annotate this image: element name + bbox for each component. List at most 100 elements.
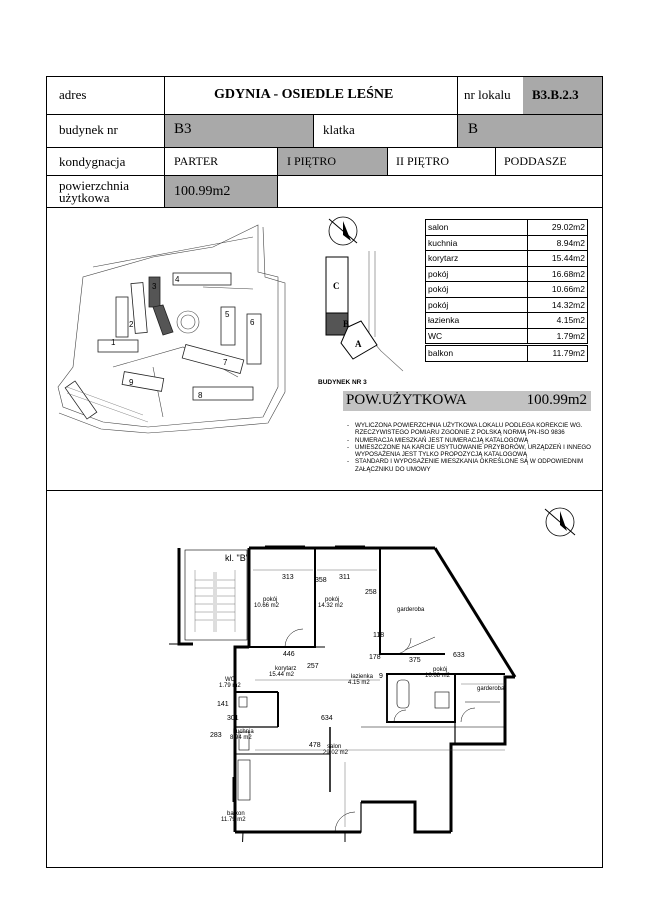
list-item: STANDARD I WYPOSAŻENIE MIESZKANIA OKREŚL… — [347, 458, 605, 473]
nr-lokalu-text: B3.B.2.3 — [532, 87, 579, 102]
pow-uzytkowa-box: POW.UŻYTKOWA 100.99m2 — [343, 391, 591, 411]
pokoj2-area: 14.32 m2 — [318, 603, 344, 609]
site-buildings — [64, 272, 262, 420]
wc-area: 1.79 m2 — [219, 683, 241, 689]
room-name: pokój — [425, 281, 528, 298]
svg-text:2: 2 — [129, 320, 134, 329]
compass-icon — [328, 216, 358, 246]
room-area: 10.66m2 — [527, 281, 588, 298]
svg-text:6: 6 — [250, 318, 255, 327]
budynek-value: B3 — [174, 121, 192, 137]
dim-478: 478 — [309, 742, 321, 749]
room-area: 1.79m2 — [527, 327, 588, 344]
pokoj3-area: 16.68 m2 — [425, 673, 451, 679]
pokoj1-name: pokój — [263, 597, 278, 603]
svg-text:C: C — [333, 281, 340, 291]
dim-258: 258 — [365, 589, 377, 596]
compass-icon-plan — [544, 507, 576, 537]
dim-283: 283 — [210, 732, 222, 739]
balcony-name: balkon — [425, 345, 528, 362]
adres-value: GDYNIA - OSIEDLE LEŚNE — [214, 87, 394, 102]
powierzchnia-value-cell — [165, 176, 277, 207]
room-area: 14.32m2 — [527, 296, 588, 313]
salon-area: 29.02 m2 — [323, 750, 349, 756]
floor-plan — [169, 545, 517, 842]
notes-list: WYLICZONA POWIERZCHNIA UŻYTKOWA LOKALU P… — [347, 422, 605, 473]
salon-name: salon — [327, 744, 342, 750]
svg-text:9: 9 — [129, 378, 134, 387]
powierzchnia-label: powierzchnia użytkowa — [59, 178, 130, 205]
svg-text:B: B — [343, 319, 349, 329]
dim-118: 118 — [373, 632, 385, 639]
room-name: WC — [425, 327, 528, 344]
level-poddasze: PODDASZE — [504, 154, 567, 168]
dim-633: 633 — [453, 652, 465, 659]
level-i-pietro-selected — [278, 148, 387, 175]
lazienka-name: łazienka — [351, 674, 374, 680]
room-area: 8.94m2 — [527, 234, 588, 251]
lazienka-area: 4.15 m2 — [348, 680, 370, 686]
pow-uzytkowa-value: 100.99m2 — [526, 392, 587, 408]
svg-text:8: 8 — [198, 391, 203, 400]
room-name: pokój — [425, 265, 528, 282]
building-key: C B A — [325, 251, 404, 372]
level-i-pietro: I PIĘTRO — [287, 154, 336, 168]
pow-uzytkowa-label: POW.UŻYTKOWA — [346, 392, 467, 408]
dim-178: 178 — [369, 654, 381, 661]
room-area: 16.68m2 — [527, 265, 588, 282]
room-name: łazienka — [425, 312, 528, 329]
svg-text:5: 5 — [225, 310, 230, 319]
klatka-value: B — [468, 121, 479, 137]
svg-text:A: A — [355, 339, 362, 349]
kuchnia-name: kuchnia — [233, 729, 254, 735]
site-building-numbers: 2 3 4 5 6 7 8 9 1 — [111, 275, 255, 400]
nr-lokalu-label: nr lokalu — [464, 87, 511, 102]
level-parter: PARTER — [174, 154, 219, 168]
room-name: pokój — [425, 296, 528, 313]
dim-313: 313 — [282, 574, 294, 581]
highlighted-building-3 — [148, 276, 174, 336]
korytarz-area: 15.44 m2 — [269, 672, 295, 678]
dim-375: 375 — [409, 657, 421, 664]
level-ii-pietro: II PIĘTRO — [396, 154, 449, 168]
garderoba2: garderoba — [477, 686, 505, 692]
room-name: salon — [425, 219, 528, 236]
table-row: balkon 11.79m2 — [425, 345, 588, 362]
dim-358: 358 — [315, 577, 327, 584]
dim-301: 301 — [227, 715, 239, 722]
balcony-table: balkon 11.79m2 — [425, 345, 588, 362]
adres-label: adres — [59, 87, 87, 102]
kondygnacja-label: kondygnacja — [59, 154, 126, 169]
stair-label: kl. "B" — [225, 553, 249, 563]
budynek-value-cell — [165, 115, 313, 147]
klatka-value-cell — [458, 115, 602, 147]
pokoj2-name: pokój — [325, 597, 340, 603]
dim-446: 446 — [283, 651, 295, 658]
svg-text:1: 1 — [111, 338, 116, 347]
building-key-caption: BUDYNEK NR 3 — [318, 379, 367, 386]
dim-141: 141 — [217, 701, 229, 708]
svg-text:7: 7 — [223, 358, 228, 367]
wc-name: WC — [225, 677, 235, 683]
korytarz-name: korytarz — [275, 666, 297, 672]
svg-text:4: 4 — [175, 275, 180, 284]
pokoj3-name: pokój — [433, 667, 448, 673]
dim-311: 311 — [339, 574, 351, 581]
pokoj1-area: 10.66 m2 — [254, 603, 280, 609]
balcony-area: 11.79m2 — [527, 345, 588, 362]
nr-lokalu-value — [523, 77, 602, 114]
room-area: 4.15m2 — [527, 312, 588, 329]
dim-9: 9 — [379, 673, 383, 680]
list-item: NUMERACJA MIESZKAŃ JEST NUMERACJĄ KATALO… — [347, 437, 605, 445]
room-name: korytarz — [425, 250, 528, 267]
klatka-label: klatka — [323, 122, 355, 137]
kuchnia-area: 8.94 m2 — [230, 735, 252, 741]
